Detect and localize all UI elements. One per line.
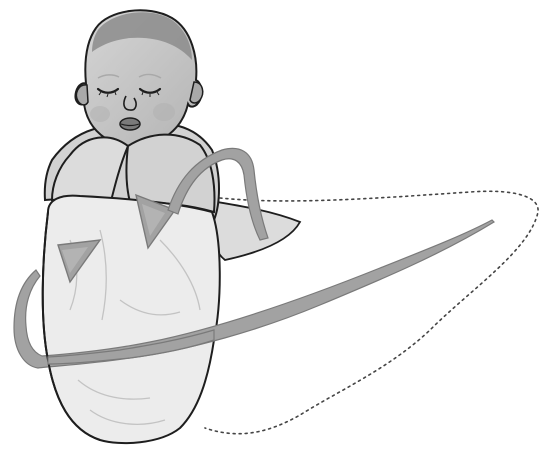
blanket-front [43, 196, 220, 443]
baby-cheek-left [90, 106, 110, 122]
baby-left-ear [76, 85, 88, 105]
baby-mouth [120, 118, 140, 130]
baby-cheek-right [153, 103, 175, 121]
baby-head [75, 10, 202, 146]
